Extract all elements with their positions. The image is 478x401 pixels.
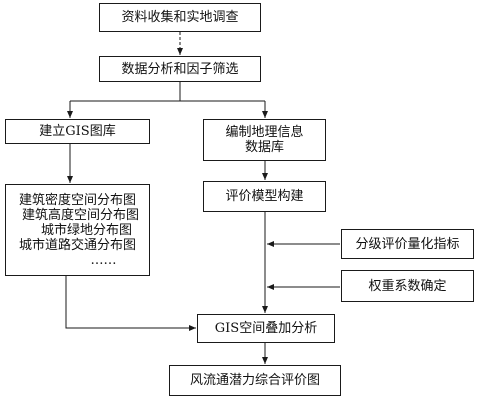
node-label: 风流通潜力综合评价图 [189,373,320,388]
node-model-construction: 评价模型构建 [203,181,326,212]
node-data-collection: 资料收集和实地调查 [99,3,261,32]
node-weight-coefficients: 权重系数确定 [341,270,474,302]
node-label: 权重系数确定 [368,278,447,294]
node-data-analysis: 数据分析和因子筛选 [99,56,261,82]
arrow-maps-to-overlay [65,276,196,331]
node-gis-database: 建立GIS图库 [5,119,150,144]
node-label-line2: 数据库 [244,140,284,155]
node-label-line1: 编制地理信息 [225,125,304,140]
map-item: 城市道路交通分布图 [18,237,136,253]
node-label: 分级评价量化指标 [355,236,460,252]
map-item: 建筑密度空间分布图 [18,192,136,208]
node-label: 数据分析和因子筛选 [121,61,239,77]
node-label: 评价模型构建 [225,189,304,204]
map-item: 建筑高度空间分布图 [21,207,139,223]
node-geo-database: 编制地理信息 数据库 [203,119,326,161]
node-graded-indicators: 分级评价量化指标 [341,229,474,259]
node-gis-overlay: GIS空间叠加分析 [197,314,335,343]
node-label: 资料收集和实地调查 [121,10,239,25]
map-item-ellipsis: …… [90,252,117,268]
node-final-evaluation-map: 风流通潜力综合评价图 [169,365,341,396]
node-label: 建立GIS图库 [39,124,116,139]
map-item: 城市绿地分布图 [40,222,132,238]
node-label: GIS空间叠加分析 [214,321,318,336]
node-distribution-maps: 建筑密度空间分布图 建筑高度空间分布图 城市绿地分布图 城市道路交通分布图 …… [5,184,150,276]
